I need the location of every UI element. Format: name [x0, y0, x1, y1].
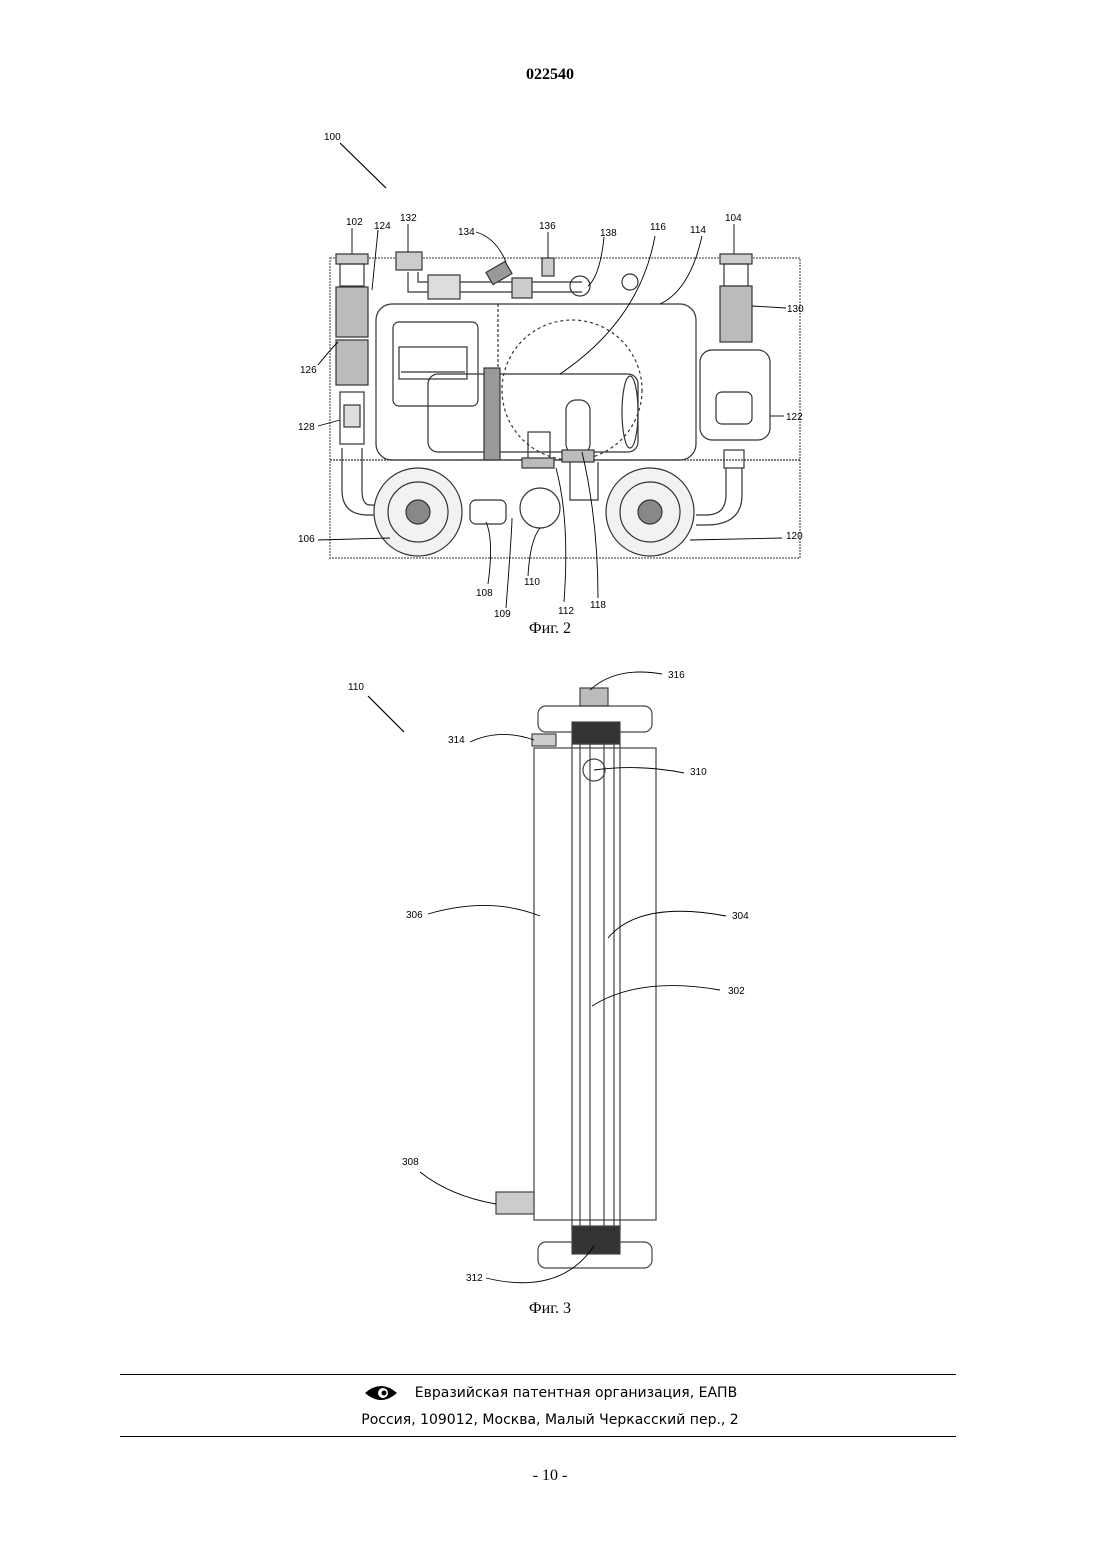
- eye-logo-icon: [363, 1383, 399, 1403]
- label-306: 306: [406, 910, 423, 921]
- label-310: 310: [690, 767, 707, 778]
- page-number: - 10 -: [0, 1467, 1100, 1485]
- organization-name: Евразийская патентная организация, ЕАПВ: [415, 1385, 737, 1401]
- label-314: 314: [448, 735, 465, 746]
- figure-3-drawing: 110 316 314 310 306 304 302 308 312: [0, 0, 1100, 1340]
- footer-address: Россия, 109012, Москва, Малый Черкасский…: [0, 1412, 1100, 1428]
- label-304: 304: [732, 911, 749, 922]
- label-308: 308: [402, 1157, 419, 1168]
- label-302: 302: [728, 986, 745, 997]
- footer-bottom-rule: [120, 1436, 956, 1437]
- label-316: 316: [668, 670, 685, 681]
- figure-3-caption: Фиг. 3: [450, 1300, 650, 1318]
- fig3-label-110: 110: [348, 682, 364, 693]
- label-312: 312: [466, 1273, 483, 1284]
- footer-top-rule: [120, 1374, 956, 1375]
- footer-organization-row: Евразийская патентная организация, ЕАПВ: [0, 1383, 1100, 1403]
